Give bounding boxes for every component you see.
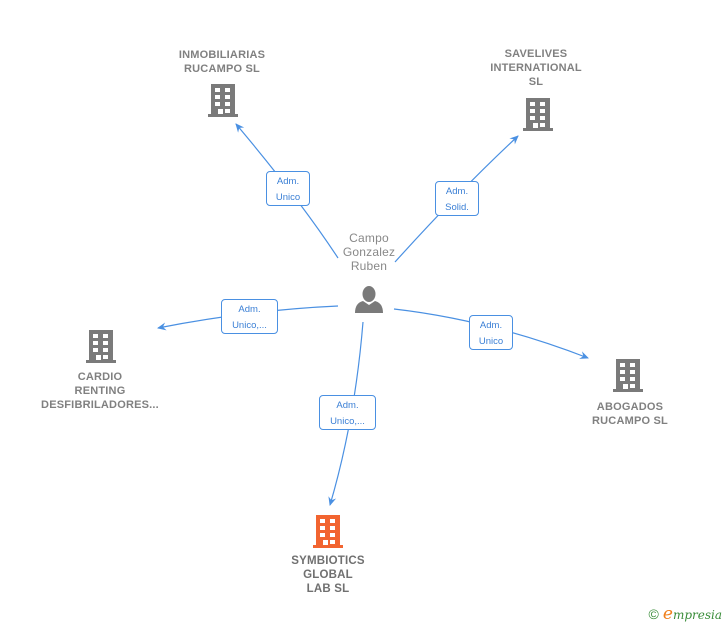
building-icon[interactable] bbox=[208, 84, 238, 117]
edge-label-abogados[interactable]: Adm. Unico bbox=[469, 315, 513, 350]
company-label-cardio[interactable]: CARDIO RENTING DESFIBRILADORES... bbox=[41, 371, 159, 411]
edge-label-symbiotics[interactable]: Adm. Unico,... bbox=[319, 395, 376, 430]
building-icon-focus[interactable] bbox=[313, 515, 343, 548]
copyright-icon: © bbox=[648, 606, 659, 622]
edge-label-inmobiliarias[interactable]: Adm. Unico bbox=[266, 171, 310, 206]
brand-initial: e bbox=[662, 604, 673, 624]
brand-name: mpresia bbox=[672, 608, 722, 622]
company-label-symbiotics[interactable]: SYMBIOTICS GLOBAL LAB SL bbox=[291, 555, 365, 595]
building-icon[interactable] bbox=[613, 359, 643, 392]
building-icon[interactable] bbox=[86, 330, 116, 363]
edge-label-cardio[interactable]: Adm. Unico,... bbox=[221, 299, 278, 334]
company-label-savelives[interactable]: SAVELIVES INTERNATIONAL SL bbox=[490, 48, 582, 88]
person-label[interactable]: Campo Gonzalez Ruben bbox=[342, 231, 396, 273]
company-label-abogados[interactable]: ABOGADOS RUCAMPO SL bbox=[592, 401, 668, 427]
company-label-inmobiliarias[interactable]: INMOBILIARIAS RUCAMPO SL bbox=[178, 49, 266, 75]
building-icon[interactable] bbox=[523, 98, 553, 131]
edge-label-savelives[interactable]: Adm. Solid. bbox=[435, 181, 479, 216]
empresia-logo: ©empresia bbox=[649, 604, 722, 624]
person-icon[interactable] bbox=[355, 286, 383, 313]
